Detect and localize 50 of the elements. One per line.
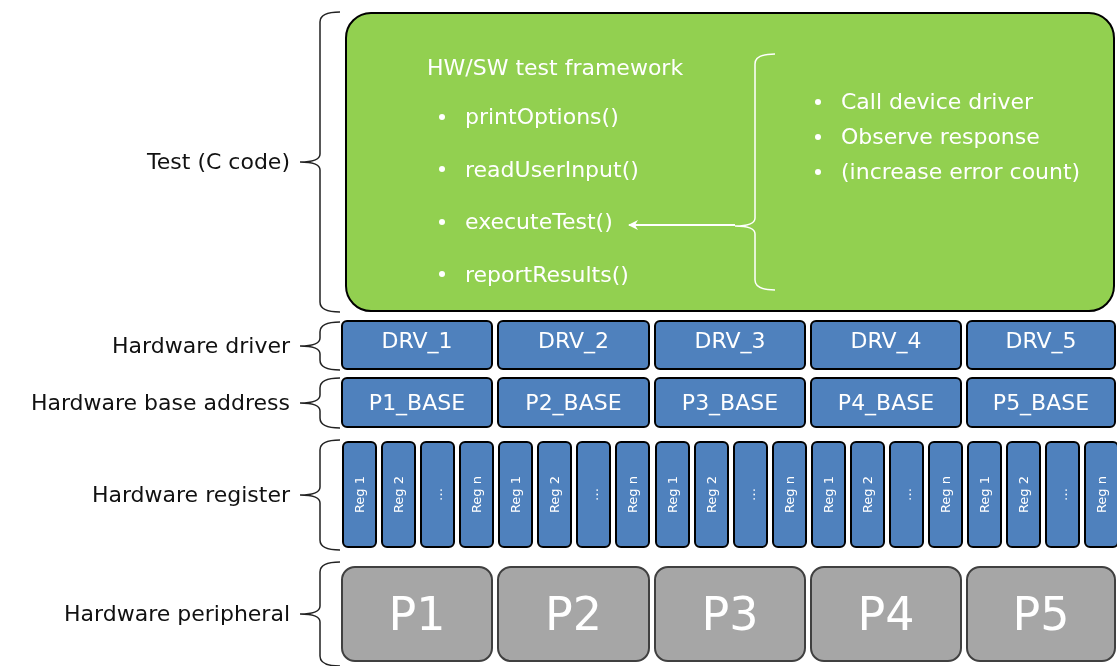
base-address-block: P5_BASE	[966, 377, 1116, 428]
register-block: Reg 1	[967, 441, 1002, 548]
layer-label: Hardware register	[91, 482, 290, 508]
register-block: …	[889, 441, 924, 548]
register-block: Reg 2	[537, 441, 572, 548]
arrow	[628, 220, 736, 230]
function-name: printOptions()	[465, 104, 619, 129]
driver-block: DRV_5	[966, 320, 1116, 370]
register-block: Reg n	[928, 441, 963, 548]
driver-block: DRV_4	[810, 320, 962, 370]
driver-block: DRV_1	[341, 320, 493, 370]
function-name: reportResults()	[465, 261, 629, 287]
layer-label: Hardware base address	[30, 390, 290, 416]
register-block: Reg n	[772, 441, 807, 548]
base-address-block: P2_BASE	[497, 377, 650, 428]
register-block: Reg 2	[850, 441, 885, 548]
bullet-text: Call device driver	[841, 89, 1034, 114]
driver-block: DRV_2	[497, 320, 650, 370]
base-address-block: P1_BASE	[341, 377, 493, 428]
framework-panel	[345, 12, 1115, 312]
bullet-text: Observe response	[841, 124, 1040, 149]
register-block: Reg 1	[811, 441, 846, 548]
register-block: Reg 2	[694, 441, 729, 548]
register-block: …	[1045, 441, 1080, 548]
peripheral-block: P4	[810, 566, 962, 662]
function-name: readUserInput()	[465, 156, 639, 182]
base-address-block: P4_BASE	[810, 377, 962, 428]
layer-label: Hardware peripheral	[64, 601, 290, 627]
panel-heading: HW/SW test framework	[427, 54, 684, 82]
driver-block: DRV_3	[654, 320, 806, 370]
register-block: Reg 2	[381, 441, 416, 548]
register-block: Reg n	[1084, 441, 1117, 548]
layer-label: Hardware driver	[112, 333, 290, 359]
function-name: executeTest()	[465, 209, 613, 234]
register-block: …	[733, 441, 768, 548]
register-block: Reg 1	[655, 441, 690, 548]
register-block: …	[420, 441, 455, 548]
register-block: Reg 2	[1006, 441, 1041, 548]
peripheral-block: P3	[654, 566, 806, 662]
register-block: Reg 1	[342, 441, 377, 548]
base-address-block: P3_BASE	[654, 377, 806, 428]
bullet-text: (increase error count)	[841, 159, 1081, 184]
peripheral-block: P1	[341, 566, 493, 662]
register-block: Reg 1	[498, 441, 533, 548]
register-block: Reg n	[615, 441, 650, 548]
peripheral-block: P2	[497, 566, 650, 662]
register-block: Reg n	[459, 441, 494, 548]
register-block: …	[576, 441, 611, 548]
layer-label: Test (C code)	[147, 149, 290, 175]
peripheral-block: P5	[966, 566, 1116, 662]
